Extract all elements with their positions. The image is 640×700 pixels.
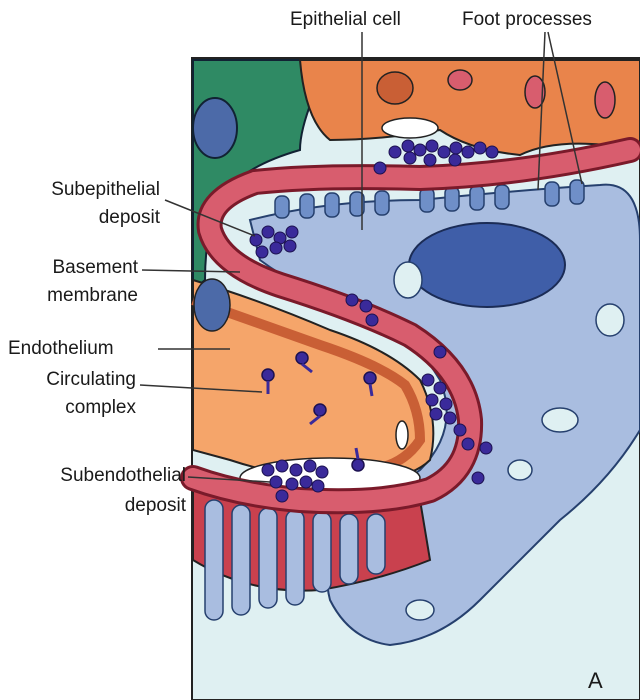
epithelial-nucleus (409, 223, 565, 307)
endothelial-nucleus-left (194, 279, 230, 331)
subepithelial-deposit-label-line2: deposit (18, 206, 160, 230)
basement-membrane-label-line2: membrane (18, 284, 138, 308)
mesangial-nucleus (193, 98, 237, 158)
epithelial-cell-label: Epithelial cell (290, 8, 401, 32)
upper-endothelial-nucleus (377, 72, 413, 104)
upper-lumen-space (382, 118, 438, 138)
epithelial-vacuole (596, 304, 624, 336)
endothelial-fenestra (396, 421, 408, 449)
circulating-complex-label-line2: complex (8, 396, 136, 420)
panel-letter: A (588, 668, 603, 694)
upper-endothelial-fenestra (448, 70, 472, 90)
epithelial-vacuole (542, 408, 578, 432)
subepithelial-deposit-label-line1: Subepithelial (18, 178, 160, 202)
basement-membrane-label-line1: Basement (18, 256, 138, 280)
endothelium-label: Endothelium (8, 337, 114, 361)
epithelial-vacuole (394, 262, 422, 298)
circulating-complex-label-line1: Circulating (8, 368, 136, 392)
foot-processes-label: Foot processes (462, 8, 592, 32)
subendothelial-deposit-label-line1: Subendothelial (8, 464, 186, 488)
upper-endothelial-fenestra (595, 82, 615, 118)
epithelial-vacuole (406, 600, 434, 620)
epithelial-vacuole (508, 460, 532, 480)
subendothelial-deposit-label-line2: deposit (8, 494, 186, 518)
